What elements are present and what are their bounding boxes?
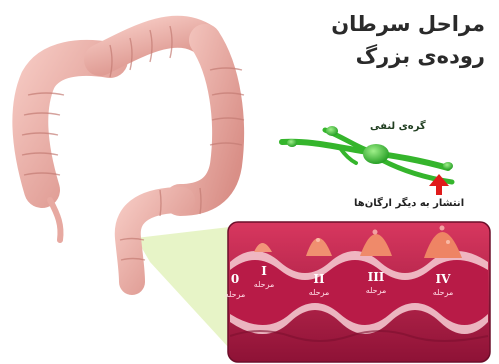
stage-word: مرحله [426, 288, 460, 297]
lymph-node-small [326, 126, 338, 136]
title-line-1: مراحل سرطان [331, 12, 485, 36]
lymph-node-large [363, 144, 389, 164]
lymph-node-label: گره‌ی لنفی [370, 121, 426, 132]
title-line-2: روده‌ی بزرگ [356, 44, 485, 68]
spread-label: انتشار به دیگر ارگان‌ها [354, 198, 464, 209]
lymph-node-chain [282, 126, 453, 182]
stage-word: مرحله [302, 288, 336, 297]
stage-word: مرحله [218, 290, 252, 299]
stage-numeral: II [304, 272, 334, 286]
stage-numeral: 0 [220, 272, 250, 286]
stage-numeral: IV [428, 272, 458, 286]
stage-word: مرحله [247, 280, 281, 289]
lymph-node-small [287, 139, 297, 147]
stage-numeral: III [361, 270, 391, 284]
stage-numeral: I [249, 264, 279, 278]
lymph-node-small [443, 162, 453, 170]
stage-word: مرحله [359, 286, 393, 295]
